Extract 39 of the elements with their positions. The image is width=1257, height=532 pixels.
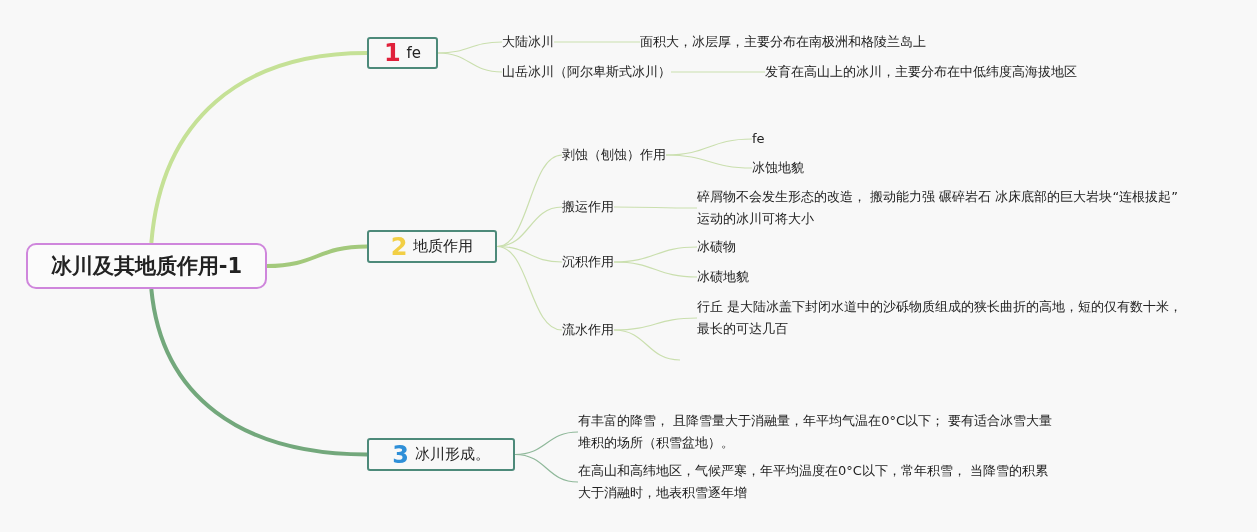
branch-line (670, 71, 766, 73)
topic-box (367, 230, 497, 263)
branch-line (613, 329, 681, 361)
subtopic-label: 剥蚀（刨蚀）作用 (562, 146, 666, 164)
branch-line (514, 453, 579, 483)
main-branch-line (149, 288, 368, 457)
subtopic-label: 冰碛地貌 (697, 268, 749, 286)
topic-label: fe (406, 44, 422, 62)
subtopic-paragraph: 行丘 是大陆冰盖下封闭水道中的沙砾物质组成的狭长曲折的高地，短的仅有数十米，最长的可达几百 (697, 296, 1189, 340)
branch-line (553, 41, 641, 43)
topic-box (367, 438, 515, 471)
subtopic-label: 山岳冰川（阿尔卑斯式冰川） (502, 63, 671, 81)
subtopic-label: 冰蚀地貌 (752, 159, 804, 177)
branch-line (613, 261, 698, 278)
subtopic-label: 搬运作用 (562, 198, 614, 216)
branch-line (613, 206, 698, 209)
subtopic-paragraph: 有丰富的降雪， 且降雪量大于消融量，年平均气温在0°C以下； 要有适合冰雪大量堆积的场所（积雪盆地）。 (578, 410, 1060, 454)
priority-number: 1 (383, 40, 401, 66)
subtopic-label: 冰碛物 (697, 238, 736, 256)
topic-box (367, 37, 438, 69)
central-topic-label: 冰川及其地质作用-1 (50, 253, 243, 280)
topic-label: 冰川形成。 (414, 445, 490, 464)
central-topic-box (26, 243, 267, 289)
main-branch-line (266, 244, 368, 268)
subtopic-label: 流水作用 (562, 321, 614, 339)
priority-number: 2 (390, 233, 408, 260)
subtopic-label: fe (752, 130, 765, 148)
topic-label: 地质作用 (413, 237, 474, 256)
priority-number: 3 (392, 441, 409, 468)
subtopic-label: 沉积作用 (562, 253, 614, 271)
branch-line (437, 52, 503, 73)
subtopic-label: 大陆冰川 (502, 33, 554, 51)
subtopic-paragraph: 在高山和高纬地区，气候严寒，年平均温度在0°C以下，常年积雪， 当降雪的积累大于消融时，地表积雪逐年增 (578, 460, 1060, 504)
main-branch-line (149, 51, 368, 244)
subtopic-label: 发育在高山上的冰川，主要分布在中低纬度高海拔地区 (765, 63, 1077, 81)
branch-line (496, 245, 563, 331)
subtopic-label: 面积大，冰层厚，主要分布在南极洲和格陵兰岛上 (640, 33, 926, 51)
branch-line (665, 154, 753, 169)
subtopic-paragraph: 碎屑物不会发生形态的改造， 搬动能力强 碾碎岩石 冰床底部的巨大岩块“连根拔起” 运动的冰川可将大小 (697, 186, 1189, 230)
